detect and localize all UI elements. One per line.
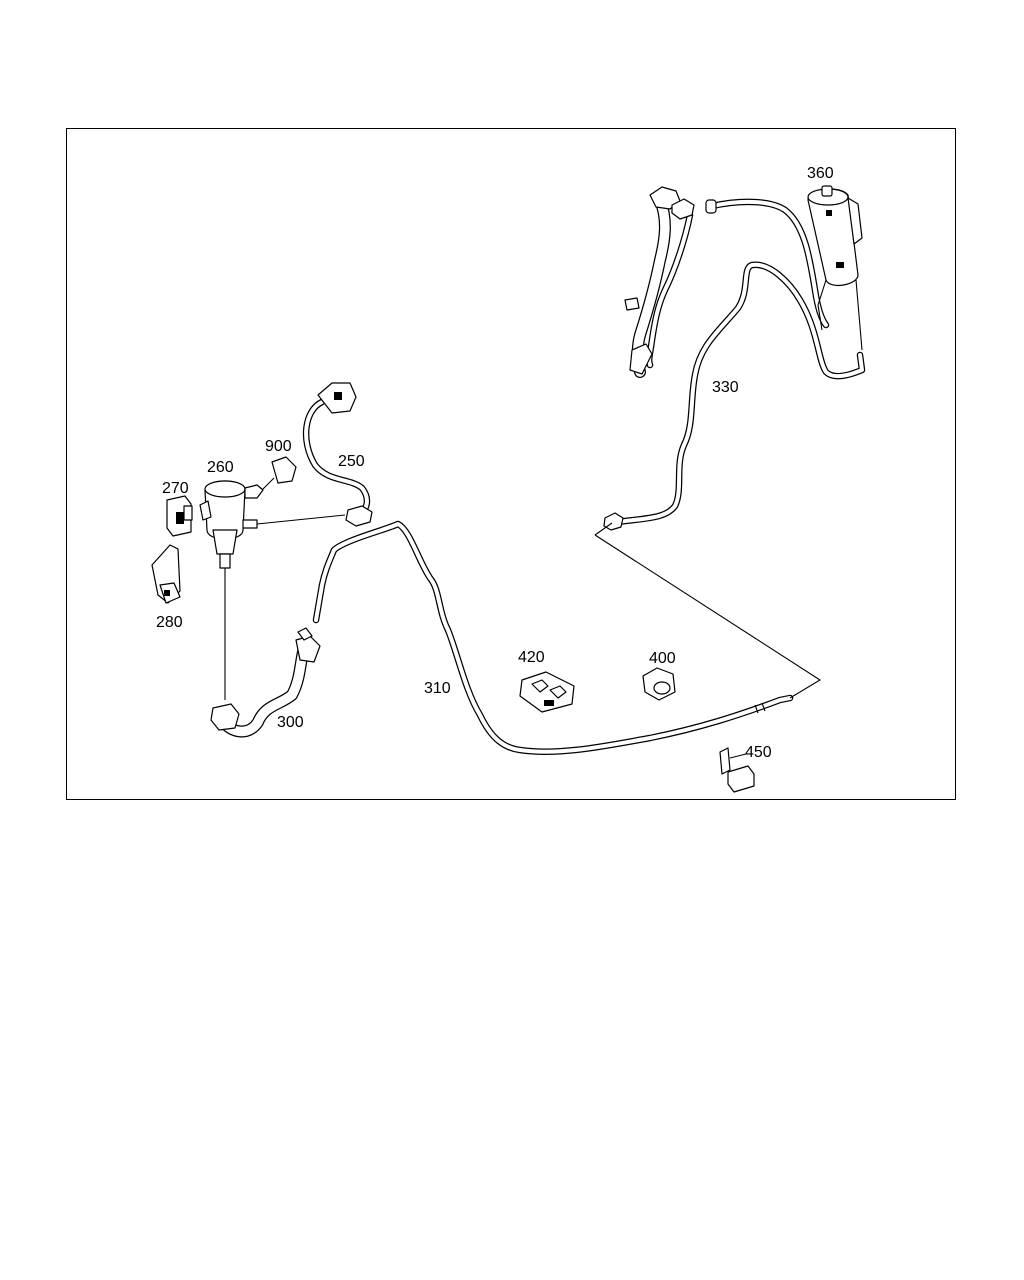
part-270-bracket[interactable] — [166, 495, 193, 537]
part-250-hose[interactable] — [302, 382, 373, 527]
filler-neck-assembly — [624, 186, 695, 378]
label-250: 250 — [338, 453, 365, 470]
part-260-purge-valve[interactable] — [199, 480, 346, 700]
part-300-hose[interactable] — [210, 627, 321, 738]
part-400-clip[interactable] — [642, 667, 676, 701]
part-360-upper-line[interactable] — [705, 198, 830, 329]
label-280: 280 — [156, 614, 183, 631]
label-450: 450 — [745, 744, 772, 761]
label-310: 310 — [424, 680, 451, 697]
label-400: 400 — [649, 650, 676, 667]
label-330: 330 — [712, 379, 739, 396]
part-450-clip[interactable] — [719, 747, 755, 793]
part-310-hose[interactable] — [312, 520, 794, 755]
part-280-mount[interactable] — [151, 544, 181, 604]
diagram-frame — [66, 128, 956, 800]
label-300: 300 — [277, 714, 304, 731]
label-260: 260 — [207, 459, 234, 476]
label-420: 420 — [518, 649, 545, 666]
part-330-hose[interactable] — [603, 261, 866, 531]
leader-330-310 — [594, 522, 822, 699]
label-360: 360 — [807, 165, 834, 182]
label-270: 270 — [162, 480, 189, 497]
label-900: 900 — [265, 438, 292, 455]
part-900-label-tag[interactable] — [261, 456, 297, 491]
part-420-clip[interactable] — [519, 671, 575, 713]
part-360-canister[interactable] — [807, 185, 863, 351]
